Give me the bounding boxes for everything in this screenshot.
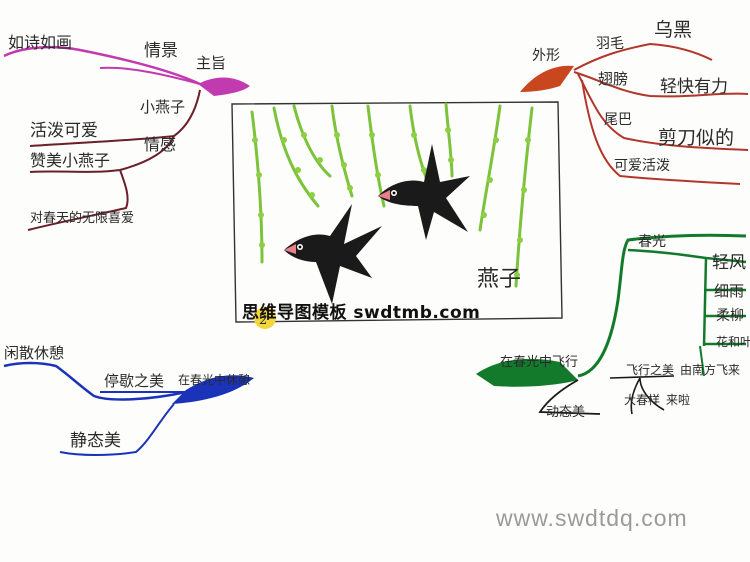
branch-rest: 在春光中休憩 闲散休憩 停歇之美 静态美 — [3, 344, 254, 456]
rest-leaf: 闲散休憩 — [4, 344, 64, 362]
center-picture: 2 燕子 — [231, 101, 563, 329]
appearance-root-label: 外形 — [532, 48, 560, 64]
rest-leaf: 静态美 — [70, 431, 121, 451]
rest-root-leaf — [172, 375, 254, 404]
appearance-leaf: 剪刀似的 — [658, 127, 734, 149]
flight-root-label: 在春光中飞行 — [500, 355, 578, 370]
theme-leaf: 活泼可爱 — [30, 121, 98, 141]
theme-leaf: 赞美小燕子 — [30, 151, 110, 170]
appearance-leaf: 乌黑 — [654, 19, 692, 41]
flight-leaf: 柔柳 — [716, 307, 744, 324]
appearance-leaf: 翅膀 — [598, 70, 628, 88]
page-badge-icon — [254, 307, 276, 329]
appearance-leaf: 轻快有力 — [660, 77, 728, 97]
swallow-left-icon — [284, 204, 382, 304]
theme-sub-label: 情景 — [144, 41, 178, 61]
theme-leaf: 情感 — [144, 135, 176, 154]
branch-flight: 春光 轻风 细雨 柔柳 花和叶 在春光中飞行 动态美 飞行之美 由南方飞来 大春… — [476, 233, 750, 420]
flight-leaf: 由南方飞来 — [680, 362, 740, 377]
flight-leaf: 飞行之美 — [626, 363, 674, 377]
appearance-leaf: 尾巴 — [604, 112, 632, 128]
theme-top-label: 如诗如画 — [8, 33, 72, 52]
flight-leaf: 动态美 — [546, 405, 585, 420]
theme-leaf: 小燕子 — [140, 98, 185, 116]
appearance-leaf: 可爱活泼 — [614, 158, 670, 174]
theme-root-leaf — [198, 77, 250, 96]
flight-leaf: 花和叶 — [716, 334, 750, 349]
watermark: 思维导图模板 swdtmb.com — [242, 303, 481, 323]
swallow-right-icon — [378, 144, 470, 240]
willow-leaves — [252, 127, 531, 278]
rest-leaf: 停歇之美 — [104, 372, 164, 390]
page-badge: 2 — [259, 313, 267, 328]
branch-theme: 主旨 情景 如诗如画 活泼可爱 小燕子 赞美小燕子 情感 对春天的无限喜爱 — [3, 33, 250, 231]
theme-root-label: 主旨 — [196, 54, 226, 72]
flight-leaf: 来啦 — [666, 392, 690, 407]
appearance-leaf: 羽毛 — [596, 36, 624, 52]
flight-leaf: 大春样 — [624, 392, 660, 407]
site-url: www.swdtdq.com — [496, 505, 688, 531]
branch-appearance: 外形 羽毛 乌黑 翅膀 轻快有力 尾巴 剪刀似的 可爱活泼 — [520, 19, 749, 185]
theme-leaf: 对春天的无限喜爱 — [30, 210, 134, 226]
flight-leaf: 春光 — [638, 234, 666, 250]
rest-root-label: 在春光中休憩 — [178, 372, 250, 387]
center-title: 燕子 — [477, 267, 521, 292]
flight-root-leaf — [476, 358, 578, 387]
appearance-root-leaf — [520, 65, 574, 92]
flight-leaf: 轻风 — [712, 253, 746, 273]
flight-leaf: 细雨 — [714, 282, 744, 300]
